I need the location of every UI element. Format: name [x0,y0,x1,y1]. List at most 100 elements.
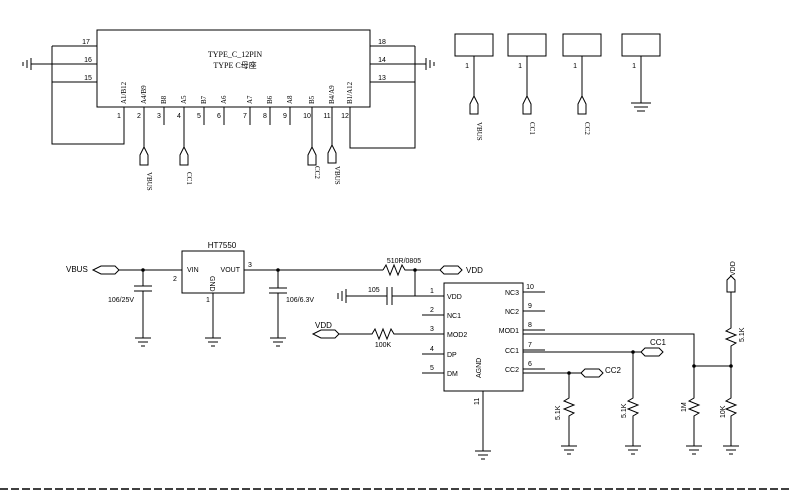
connector-bottom-pin-name: A1/B12 [120,81,128,104]
regulator-gnd-label: GND [208,276,215,292]
connector-right-loop-wire [349,46,416,149]
regulator-part-number: HT7550 [208,241,237,250]
controller-right-pin-name: CC1 [505,348,519,355]
connector-pin-13: 13 [378,75,386,82]
junction-mod1 [692,364,696,368]
divider-bottom-resistor-value: 10K [720,405,727,418]
connector-bottom-pin-number: 1 [117,113,121,120]
regulator-input-capacitor [134,270,152,347]
controller-right-pin-name: NC3 [505,290,519,297]
regulator-input-cap-value: 106/25V [108,297,134,304]
port-cc2-flag [577,56,587,115]
regulator-pin-vin: 2 [173,276,177,283]
port-gnd-box [621,33,661,57]
connector-bottom-pin-name: A4/B9 [140,85,148,104]
connector-bottom-pin-name: B7 [200,95,208,104]
controller-right-pin-name: NC2 [505,309,519,316]
controller-left-pin-name: VDD [447,294,462,301]
regulator-vout-label: VOUT [221,267,241,274]
net-flag-cc1 [179,107,189,166]
port-cc2-pin: 1 [573,63,577,70]
regulator-input-net-label: VBUS [66,265,88,274]
connector-left-loop-wire [51,46,125,145]
cc1-pulldown-resistor [523,351,641,455]
divider-top-resistor-value: 5.1K [739,327,746,342]
connector-net-flags: VBUS CC1 CC2 VBUS [139,107,341,191]
net-flag-cc2 [307,107,317,166]
connector-bottom-pin-number: 10 [303,113,311,120]
port-cc2: 1 CC2 [562,33,602,135]
connector-pin-18: 18 [378,39,386,46]
controller-left-pin-number: 2 [430,307,434,314]
regulator-output-capacitor [269,270,287,347]
connector-left-pin-lines [52,45,97,83]
port-cc2-box [562,33,602,57]
controller-right-pin-number: 9 [528,303,532,310]
regulator-vin-label: VIN [187,267,199,274]
port-gnd-ground-symbol [631,56,651,112]
controller-pins: 1VDD2NC13MOD24DP5DM10NC39NC28MOD17CC16CC… [422,284,545,378]
connector-title: TYPE_C_12PIN [208,50,262,59]
controller-right-pin-name: MOD1 [499,328,519,335]
mod2-resistor-100k [339,327,444,341]
controller-section: 1VDD2NC13MOD24DP5DM10NC39NC28MOD17CC16CC… [311,261,746,460]
connector-bottom-pin-name: A8 [286,95,294,104]
port-cc1-label: CC1 [528,122,536,135]
controller-right-pin-number: 8 [528,322,532,329]
mod1-resistor-value: 1M [681,402,688,412]
divider-net-flag [726,275,736,293]
connector-subtitle: TYPE C母座 [213,60,256,70]
connector-bottom-pin-number: 7 [243,113,247,120]
connector-bottom-pin-name: A6 [220,95,228,104]
net-port-blocks: 1 VBUS 1 CC1 1 CC2 1 [454,33,661,141]
regulator-pin-gnd: 1 [206,297,210,304]
connector-bottom-pin-number: 12 [341,113,349,120]
cc2-net-flag [569,368,604,378]
connector-bottom-pin-name: B1/A12 [346,81,354,104]
controller-left-pin-number: 1 [430,288,434,295]
connector-pin-17: 17 [82,39,90,46]
cc2-pulldown-resistor [523,372,577,455]
mod2-net-flag [311,329,340,339]
controller-agnd-pin-number: 11 [474,398,481,405]
controller-right-pin-number: 6 [528,361,532,368]
connector-right-pin-lines [370,45,415,83]
connector-pin-16: 16 [84,57,92,64]
cc1-resistor-value: 5.1K [621,403,628,418]
connector-bottom-pin-number: 5 [197,113,201,120]
port-cc1-box [507,33,547,57]
connector-pin-14: 14 [378,57,386,64]
connector-bottom-pin-name: B8 [160,95,168,104]
typec-connector: TYPE_C_12PIN TYPE C母座 17 16 15 18 14 13 … [22,29,435,191]
connector-pin-15: 15 [84,75,92,82]
port-vbus-pin: 1 [465,63,469,70]
regulator-ground [205,293,221,347]
port-gnd-pin: 1 [632,63,636,70]
net-label-cc1: CC1 [185,172,193,185]
vdd-output-net-flag [415,265,463,275]
divider-resistors [723,292,739,455]
controller-left-pin-number: 4 [430,346,434,353]
controller-left-pin-name: DM [447,371,458,378]
cc2-net-label: CC2 [605,366,622,375]
divider-net-label: VDD [730,261,737,276]
controller-right-pin-number: 10 [526,284,534,291]
controller-agnd-label: AGND [476,358,483,378]
controller-agnd-ground [475,391,491,460]
port-gnd: 1 [621,33,661,112]
port-cc1-pin: 1 [518,63,522,70]
mod1-pulldown-resistor-1m [523,333,702,455]
connector-shield-ground-left [22,58,52,70]
regulator-output-cap-value: 106/6.3V [286,297,314,304]
connector-body [96,29,371,108]
connector-bottom-pin-number: 3 [157,113,161,120]
controller-left-pin-number: 3 [430,326,434,333]
port-cc1-flag [522,56,532,115]
connector-bottom-pin-number: 2 [137,113,141,120]
controller-right-pin-number: 7 [528,342,532,349]
mod2-resistor-value: 100K [375,342,392,349]
connector-bottom-pin-number: 4 [177,113,181,120]
controller-left-pin-name: MOD2 [447,332,467,339]
connector-bottom-pin-name: B5 [308,95,316,104]
